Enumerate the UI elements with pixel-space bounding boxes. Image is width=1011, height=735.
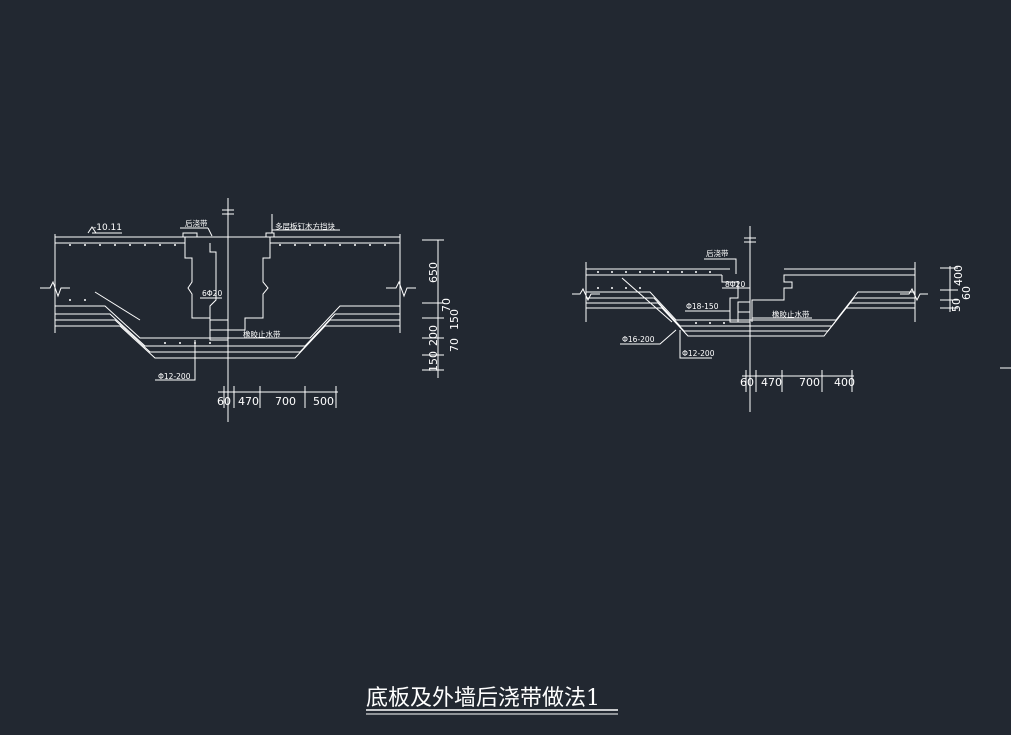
left-label-post-pour: 后浇带: [185, 218, 208, 228]
left-detail: -10.11 后浇带 多层板钉木方挡块 6Φ20 橡胶止水带 Φ12-200 6…: [40, 198, 461, 422]
left-elevation-label: -10.11: [93, 223, 122, 233]
left-dim-v-3: 200: [427, 325, 440, 346]
drawing-title-block: 底板及外墙后浇带做法1: [366, 686, 618, 715]
left-dim-v-1: 70: [448, 338, 461, 352]
left-label-plywood: 多层板钉木方挡块: [275, 221, 335, 231]
left-label-waterstop: 橡胶止水带: [243, 329, 281, 339]
right-dim-v-0: 400: [952, 265, 965, 286]
left-joint-outline-left: [184, 237, 228, 331]
left-dim-v-5: 70: [440, 298, 453, 312]
right-break-symbol-left: [572, 287, 600, 302]
left-dim-h-1: 470: [238, 395, 259, 408]
left-dim-h-3: 500: [313, 395, 334, 408]
right-label-waterstop: 橡胶止水带: [772, 309, 810, 319]
right-joint-outline-left: [721, 275, 750, 323]
right-dim-v-2: 50: [950, 298, 963, 312]
left-label-rebar-12: Φ12-200: [158, 372, 191, 381]
right-label-post-pour: 后浇带: [706, 248, 729, 258]
left-joint-outline-right: [228, 237, 271, 331]
right-label-rebar-16-200: Φ16-200: [622, 335, 655, 344]
left-dim-v-4: 150: [427, 351, 440, 372]
right-label-rebar-8: 8Φ20: [725, 280, 745, 289]
right-dim-v-1: 60: [960, 286, 973, 300]
right-label-rebar-12: Φ12-200: [682, 349, 715, 358]
left-break-symbol-left: [40, 280, 70, 298]
right-dim-h-0: 60: [740, 376, 754, 389]
right-detail: 后浇带 8Φ20 Φ18-150 橡胶止水带 Φ16-200 Φ12-200 6…: [572, 226, 1011, 412]
left-break-symbol-right: [386, 280, 416, 298]
left-dim-h-2: 700: [275, 395, 296, 408]
right-dim-h-2: 700: [799, 376, 820, 389]
left-dim-h-0: 60: [217, 395, 231, 408]
right-joint-outline-right: [751, 274, 793, 322]
right-rebar-dots: [597, 271, 725, 324]
right-dim-h-1: 470: [761, 376, 782, 389]
left-label-rebar-6: 6Φ20: [202, 289, 222, 298]
left-rebar-dots-top: [69, 244, 386, 344]
left-dim-v-0: 650: [427, 262, 440, 283]
drawing-title: 底板及外墙后浇带做法1: [366, 686, 600, 711]
right-dim-h-3: 400: [834, 376, 855, 389]
right-break-symbol-right: [900, 287, 928, 302]
right-label-rebar-18-150: Φ18-150: [686, 302, 719, 311]
left-dim-v-2: 150: [448, 309, 461, 330]
